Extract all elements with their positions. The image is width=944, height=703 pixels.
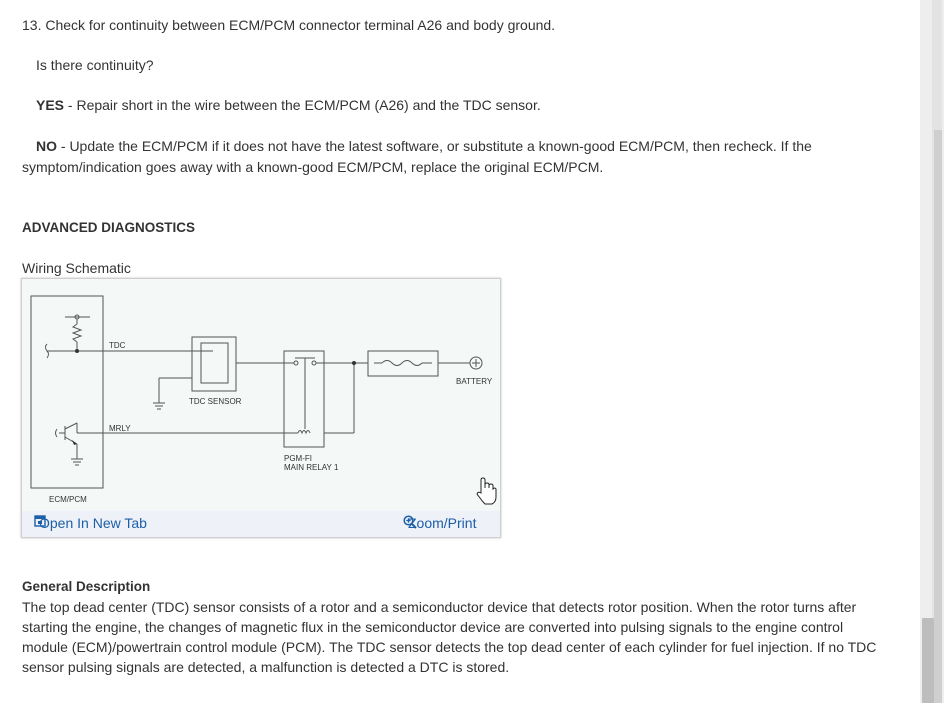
open-in-new-tab-label: Open In New Tab	[39, 515, 147, 531]
yes-text: - Repair short in the wire between the E…	[64, 97, 541, 113]
step-13-text: 13. Check for continuity between ECM/PCM…	[22, 17, 556, 33]
general-description-line1: The top dead center (TDC) sensor consist…	[22, 599, 857, 615]
label-main-relay: MAIN RELAY 1	[284, 463, 339, 472]
open-in-new-tab-link[interactable]: Open In New Tab	[34, 515, 147, 531]
outer-scrollbar-thumb[interactable]	[922, 618, 934, 703]
general-description-line4: sensor pulsing signals are detected, a m…	[22, 659, 510, 675]
general-description-heading: General Description	[22, 579, 151, 594]
yes-label: YES	[36, 97, 65, 113]
no-label: NO	[36, 138, 57, 154]
zoom-print-link[interactable]: Zoom/Print	[403, 515, 476, 531]
wiring-schematic[interactable]: TDC MRLY TDC SENSOR PGM-FI MAIN RELAY 1 …	[21, 278, 501, 538]
ecm-box	[30, 295, 104, 489]
no-text-line1: - Update the ECM/PCM if it does not have…	[57, 138, 812, 154]
zoom-print-label: Zoom/Print	[408, 515, 477, 531]
wiring-schematic-title: Wiring Schematic	[22, 260, 131, 276]
label-tdc: TDC	[109, 341, 126, 350]
general-description-line3: module (ECM)/powertrain control module (…	[22, 639, 877, 655]
no-answer: NO - Update the ECM/PCM if it does not h…	[22, 136, 812, 157]
yes-answer: YES - Repair short in the wire between t…	[22, 95, 541, 116]
relay-box	[283, 350, 325, 448]
tdc-sensor-box	[191, 336, 237, 392]
advanced-diagnostics-heading: ADVANCED DIAGNOSTICS	[22, 220, 196, 235]
hand-cursor-icon	[476, 477, 497, 505]
label-pgmfi: PGM-FI	[284, 454, 312, 463]
continuity-question: Is there continuity?	[36, 57, 154, 73]
general-description-line2: starting the engine, the changes of magn…	[22, 619, 844, 635]
no-text-line2: symptom/indication goes away with a know…	[22, 159, 604, 175]
label-tdc-sensor: TDC SENSOR	[189, 397, 242, 406]
content-area: 13. Check for continuity between ECM/PCM…	[21, 17, 877, 675]
schematic-diagram: TDC MRLY TDC SENSOR PGM-FI MAIN RELAY 1 …	[30, 295, 497, 505]
label-battery: BATTERY	[456, 377, 493, 386]
schematic-footer	[22, 511, 500, 537]
inner-scrollbar-thumb[interactable]	[934, 130, 942, 703]
label-ecm-pcm: ECM/PCM	[49, 495, 87, 504]
label-mrly: MRLY	[109, 424, 131, 433]
